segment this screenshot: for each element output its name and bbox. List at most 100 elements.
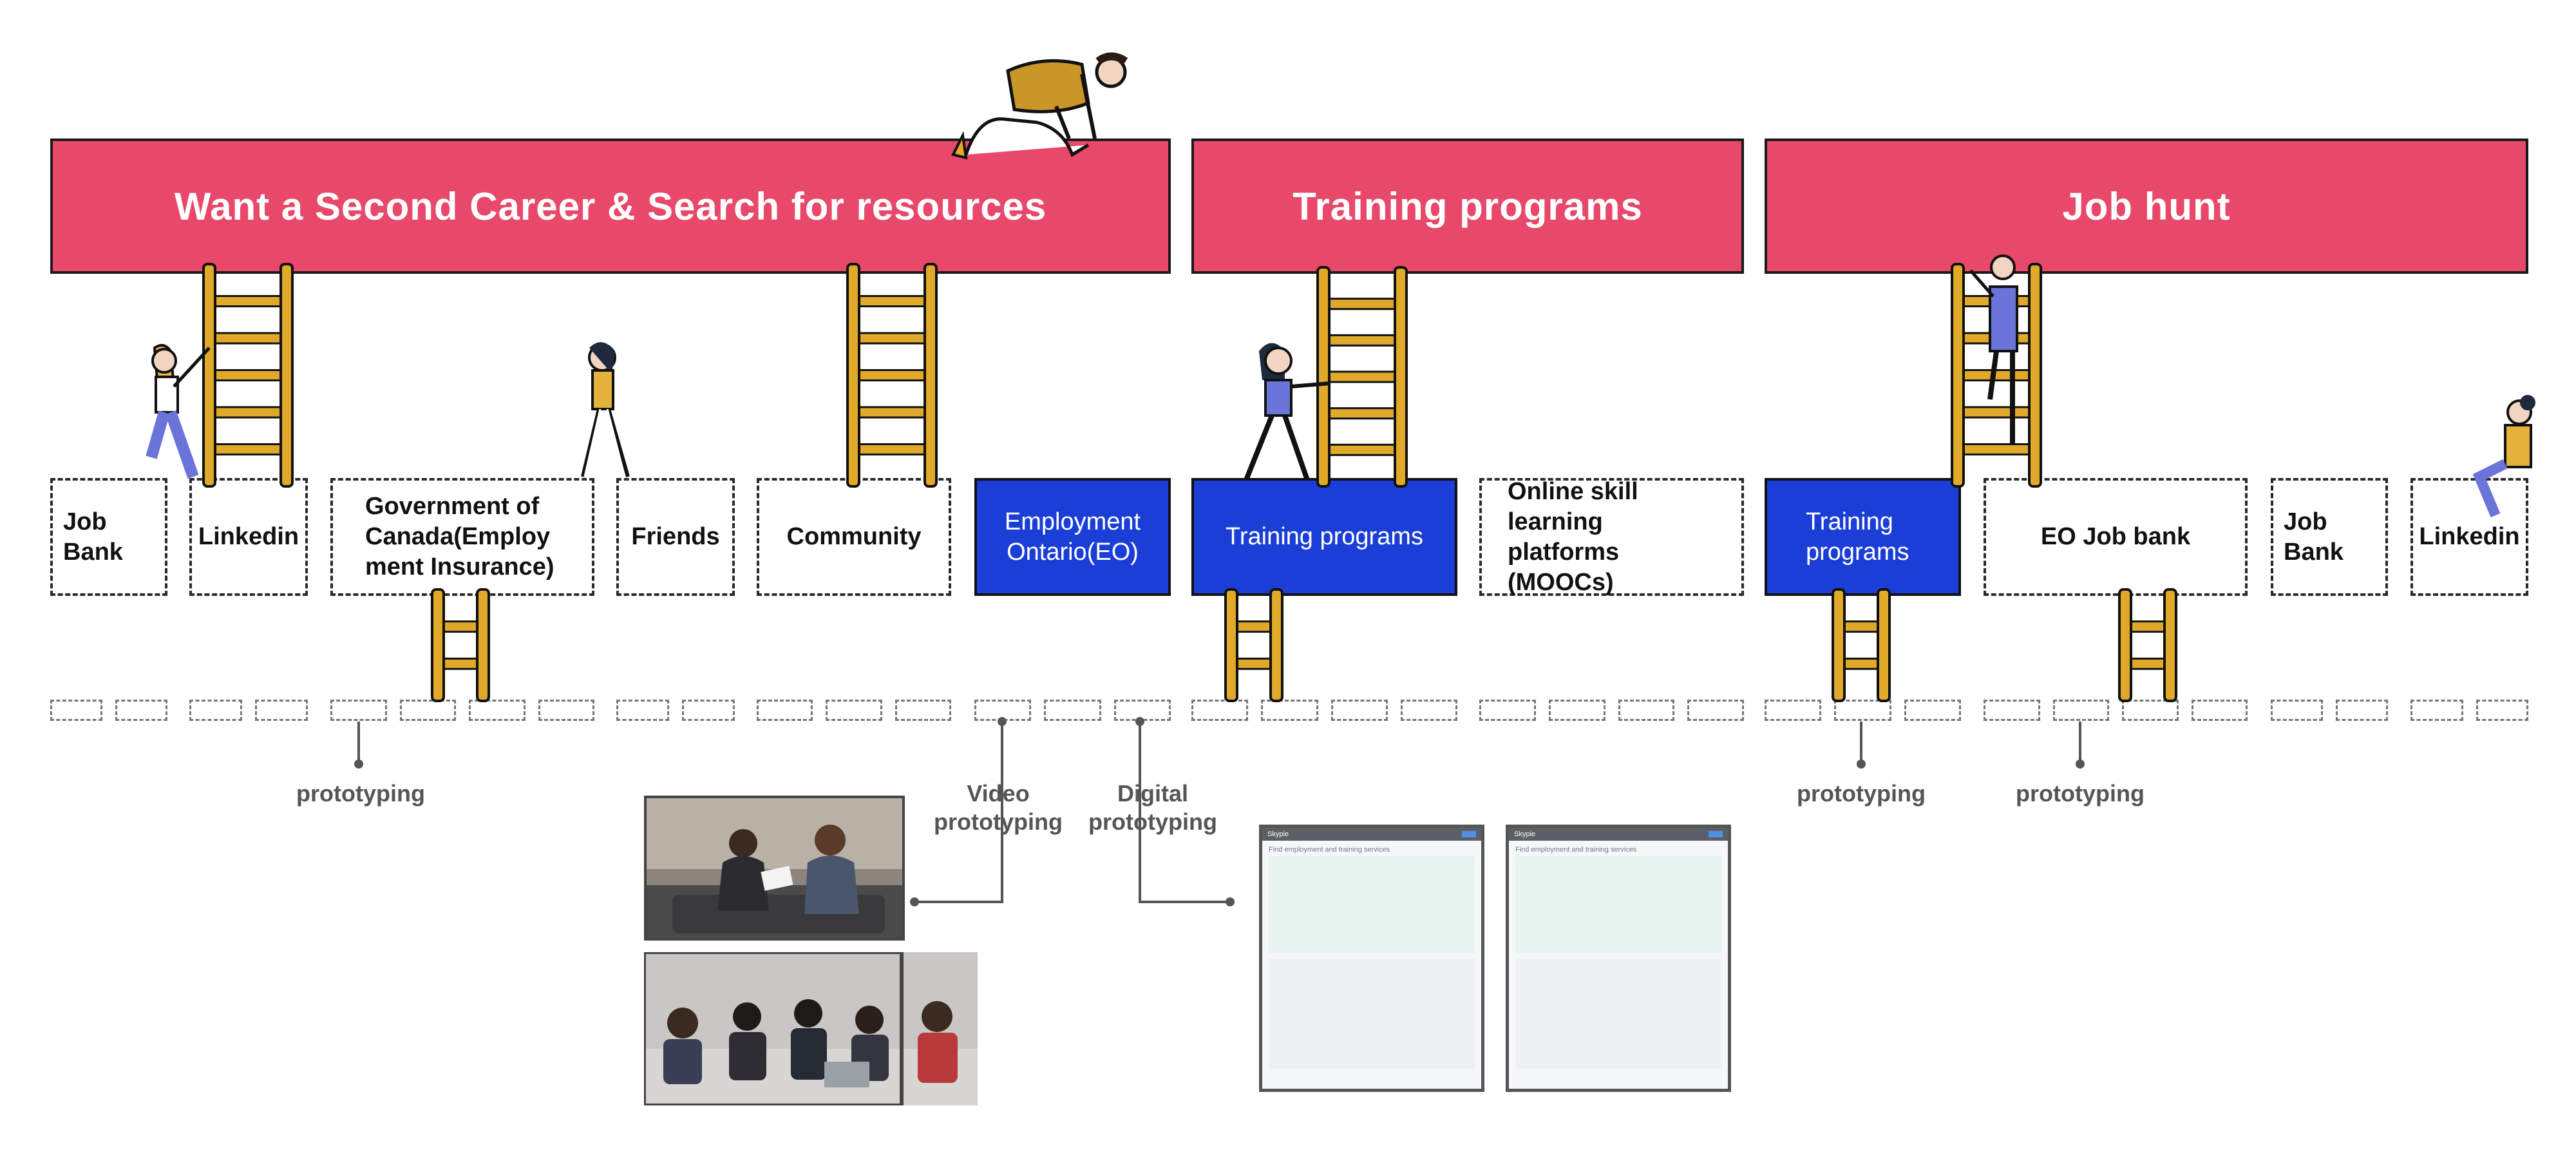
ladder-rung (1322, 407, 1402, 420)
prototype-slot (2191, 700, 2248, 721)
connector-dot (1857, 760, 1866, 769)
walking-woman-figure (581, 342, 630, 477)
connector-dot (1226, 897, 1235, 906)
connector-line (1139, 722, 1230, 903)
mock-logo: Skypie (1514, 830, 1536, 838)
mock-form (1515, 856, 1721, 953)
touchpoint-label: Training programs (1226, 523, 1423, 550)
climbing-man-figure (1969, 254, 2018, 445)
mock-map (1269, 959, 1475, 1069)
prototype-slot (1834, 700, 1891, 721)
ladder-rail (1269, 588, 1283, 702)
ladder-rung (852, 332, 932, 345)
touchpoint-employment-ontario: Employment Ontario(EO) (974, 478, 1171, 596)
video-prototype-photo-1 (644, 796, 905, 941)
mock-navbar: Skypie (1262, 828, 1481, 841)
prototype-slot (330, 700, 387, 721)
touchpoint-community: Community (757, 478, 951, 596)
prototype-slot (1331, 700, 1388, 721)
ladder-rung (852, 295, 932, 307)
climbing-woman-figure (146, 344, 211, 479)
prototype-slot (1261, 700, 1318, 721)
stage-banner-career: Want a Second Career & Search for resour… (50, 139, 1171, 274)
prototype-slot (538, 700, 594, 721)
touchpoint-label: Friends (631, 523, 720, 550)
touchpoint-job-bank-2: Job Bank (2271, 478, 2388, 596)
connector-dot (354, 760, 363, 769)
prototype-slot (1479, 700, 1536, 721)
ladder-rung (1956, 369, 2036, 381)
touchpoint-label: Online skill learning platforms (MOOCs) (1508, 477, 1638, 596)
connectors (357, 722, 2081, 903)
mock-signin-button (1462, 831, 1476, 837)
prototype-slot (469, 700, 526, 721)
connector-line (914, 722, 1003, 903)
prototype-slot (1548, 700, 1605, 721)
stage-title: Job hunt (2062, 184, 2231, 228)
ladder-rung (1322, 443, 1402, 456)
prototype-slot (2410, 700, 2463, 721)
crawling-person-figure (951, 52, 1128, 160)
mock-form (1269, 856, 1475, 953)
ladder (2118, 588, 2177, 702)
ladder-rail (1951, 263, 1965, 488)
video-prototype-photo-2 (644, 952, 978, 1105)
touchpoint-label: Employment Ontario(EO) (1004, 508, 1141, 566)
touchpoint-label: Training programs (1806, 508, 1909, 566)
ladder-rail (279, 263, 294, 488)
touchpoint-label: Government of Canada(Employ ment Insuran… (365, 493, 554, 580)
ladders (202, 263, 2177, 702)
ladder-rail (476, 588, 490, 702)
technique-prototyping: prototyping (2016, 780, 2145, 807)
touchpoint-label: Job Bank (2284, 508, 2344, 566)
mock-map (1515, 959, 1721, 1069)
prototype-slot (2271, 700, 2323, 721)
prototype-slot (1191, 700, 1249, 721)
prototype-slot (1618, 700, 1675, 721)
prototype-slot (1765, 700, 1822, 721)
mock-logo: Skypie (1267, 830, 1289, 838)
connector-dot (1135, 717, 1144, 726)
ladder (1316, 266, 1408, 488)
ladder-rail (431, 588, 445, 702)
touchpoint-linkedin: Linkedin (189, 478, 308, 596)
stage-banner-training: Training programs (1191, 139, 1744, 274)
prototype-slot (895, 700, 951, 721)
touchpoint-label: Community (786, 523, 922, 550)
stage-banner-job-hunt: Job hunt (1765, 139, 2528, 274)
ladder (431, 588, 490, 702)
ladder-rung (852, 443, 932, 455)
ladder-rail (923, 263, 938, 488)
ladder (1224, 588, 1283, 702)
ladder-rung (1322, 334, 1402, 347)
prototype-slot (2052, 700, 2109, 721)
touchpoint-linkedin-2: Linkedin (2410, 478, 2528, 596)
pushing-woman-figure (1244, 343, 1331, 481)
touchpoint-job-bank: Job Bank (50, 478, 167, 596)
ladder-rung (1322, 370, 1402, 383)
technique-prototyping: prototyping (296, 780, 425, 807)
ladder-rail (1316, 266, 1331, 488)
ladder-rung (852, 369, 932, 381)
prototype-slot (1687, 700, 1744, 721)
ladder-rung (1322, 298, 1402, 311)
touchpoint-government-of-canada: Government of Canada(Employ ment Insuran… (330, 478, 594, 596)
technique-prototyping: prototyping (1797, 780, 1926, 807)
ladder-rail (1877, 588, 1891, 702)
prototype-slot (616, 700, 669, 721)
prototype-slot (757, 700, 813, 721)
prototype-slot (2336, 700, 2388, 721)
ladder-rung (208, 332, 288, 345)
photo-people-meeting (647, 798, 902, 938)
ladder-rung (208, 406, 288, 419)
stage-title: Want a Second Career & Search for resour… (174, 184, 1047, 228)
prototype-slot (1400, 700, 1457, 721)
digital-prototype-screen-1: Skypie Find employment and training serv… (1259, 825, 1484, 1092)
prototype-slot (255, 700, 308, 721)
ladder-rung (852, 406, 932, 419)
connector-dot (998, 717, 1007, 726)
ladder-rail (2118, 588, 2132, 702)
mock-heading: Find employment and training services (1515, 846, 1637, 854)
touchpoint-training-programs: Training programs (1191, 478, 1457, 596)
